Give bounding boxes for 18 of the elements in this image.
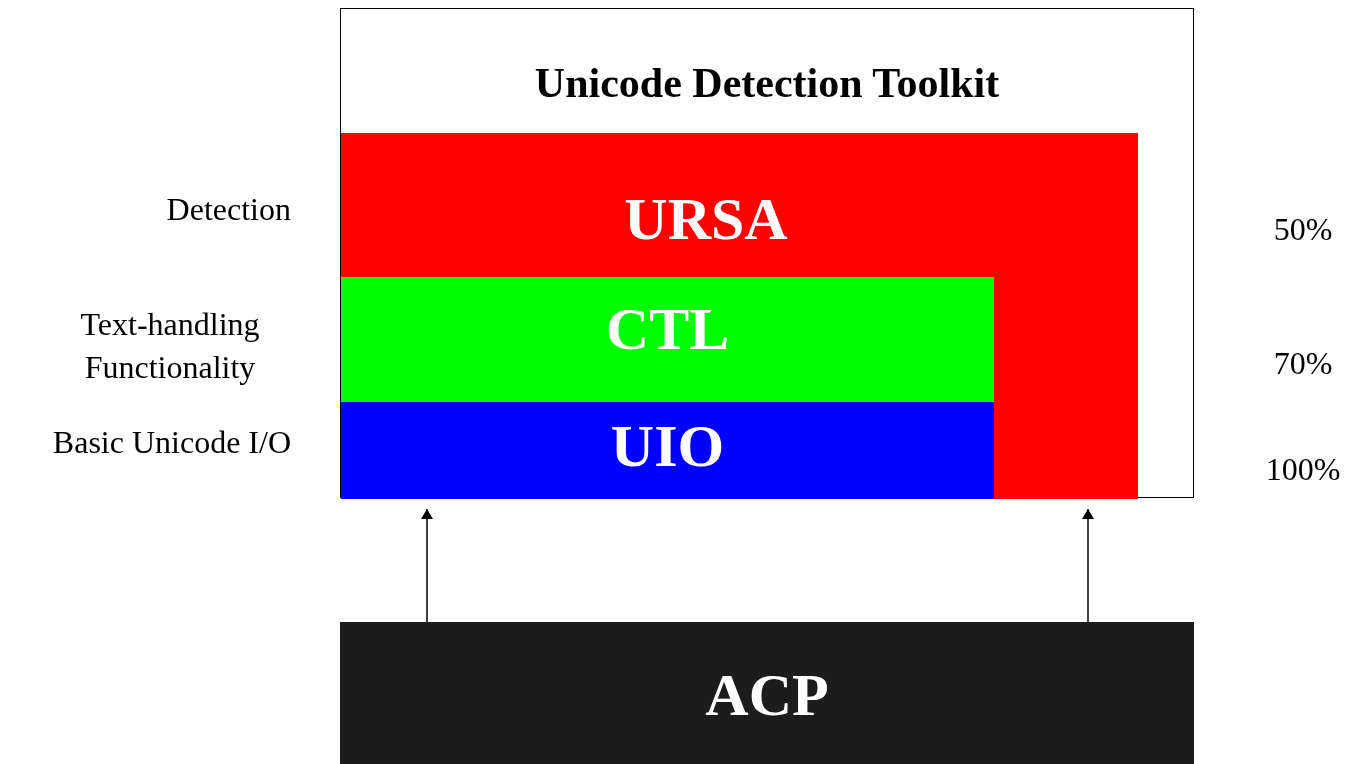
arrow [1082, 508, 1094, 623]
percentage-label: 100% [1264, 450, 1342, 489]
layer-label: CTL [604, 299, 731, 359]
layer-description: Text-handling Functionality [79, 305, 261, 387]
percentage-label: 50% [1272, 210, 1334, 249]
layer-label: URSA [623, 189, 789, 249]
base-block [340, 622, 1194, 764]
layer-label: UIO [609, 416, 726, 476]
layer-block [341, 277, 994, 402]
arrow [421, 508, 433, 623]
layer-description: Basic Unicode I/O [51, 423, 291, 462]
layer-block [341, 402, 994, 499]
layer-description: Detection [165, 190, 291, 229]
percentage-label: 70% [1272, 344, 1334, 383]
layer-label: ACP [704, 665, 830, 725]
title: Unicode Detection Toolkit [533, 62, 1001, 104]
toolkit-frame [340, 8, 1194, 498]
layer-block [341, 133, 1138, 499]
